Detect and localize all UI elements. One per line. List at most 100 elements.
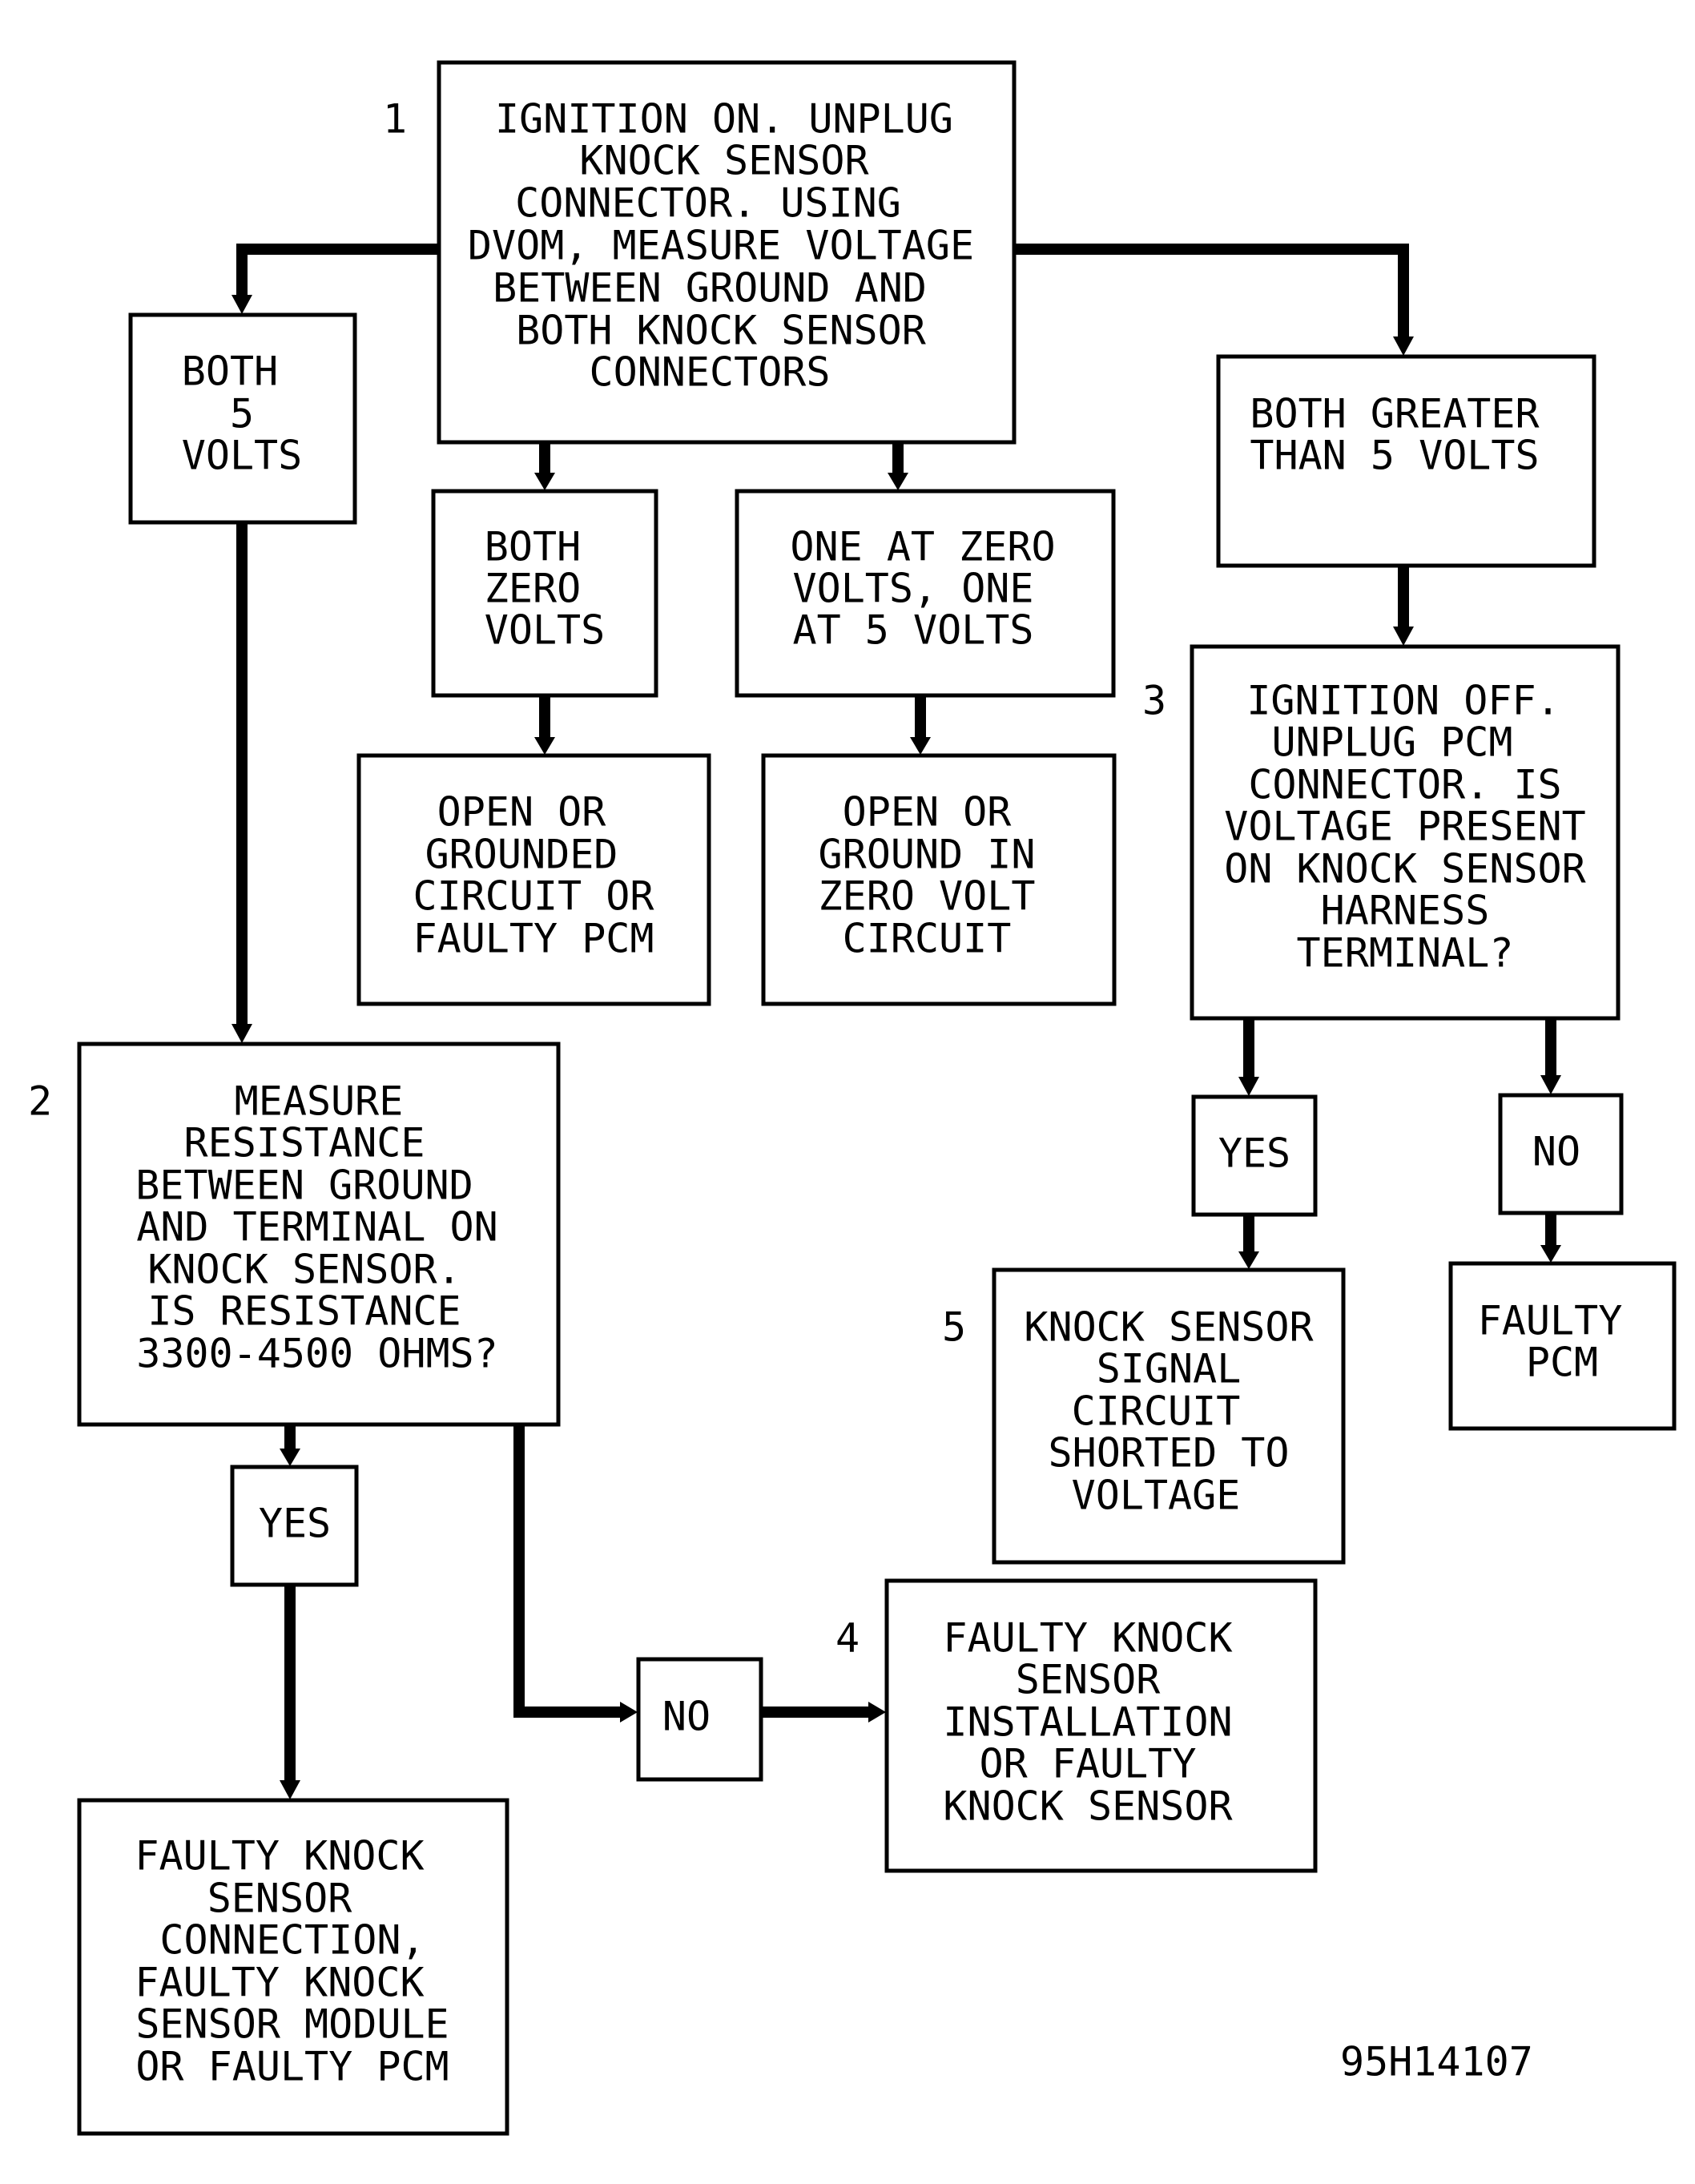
arrowhead-faulty-connection <box>280 1780 300 1799</box>
arrowhead-no-left <box>620 1702 638 1723</box>
step-2-line-2: RESISTANCE <box>183 1120 425 1167</box>
one-zero-line-3: AT 5 VOLTS <box>792 607 1033 654</box>
faulty-connection-line-4: FAULTY KNOCK <box>135 1960 424 2006</box>
step-1-box: IGNITION ON. UNPLUG KNOCK SENSOR CONNECT… <box>437 60 1017 445</box>
step-3-line-6: HARNESS <box>1321 888 1490 934</box>
step-2-box: MEASURE RESISTANCE BETWEEN GROUND AND TE… <box>77 1042 561 1427</box>
step-5-line-3: CIRCUIT <box>1072 1388 1241 1435</box>
arrowhead-step-3 <box>1393 627 1414 646</box>
arrowhead-step-5 <box>1238 1251 1259 1269</box>
faulty-pcm-box: FAULTY PCM <box>1448 1261 1677 1431</box>
step-3-line-4: VOLTAGE PRESENT <box>1224 804 1586 850</box>
both-greater-line-1: BOTH GREATER <box>1250 391 1540 437</box>
open-grounded-line-1: OPEN OR <box>437 789 607 836</box>
no-box-right: NO <box>1498 1093 1624 1215</box>
open-ground-zero-line-4: CIRCUIT <box>843 916 1012 962</box>
step-4-line-3: INSTALLATION <box>943 1699 1232 1746</box>
both-zero-volts-box: BOTH ZERO VOLTS <box>431 489 658 698</box>
step-1-line-1: IGNITION ON. UNPLUG <box>495 96 953 143</box>
step-3-number: 3 <box>1142 678 1166 724</box>
no-left-label: NO <box>662 1694 711 1740</box>
faulty-connection-line-6: OR FAULTY PCM <box>135 2044 449 2090</box>
step-4-line-2: SENSOR <box>1016 1657 1162 1703</box>
open-ground-zero-line-1: OPEN OR <box>843 789 1013 836</box>
arrowhead-step-4 <box>868 1702 886 1723</box>
both-zero-line-3: VOLTS <box>485 607 606 654</box>
no-right-label: NO <box>1532 1129 1580 1175</box>
step-4-number: 4 <box>835 1615 860 1662</box>
step-2-line-6: IS RESISTANCE <box>147 1288 461 1335</box>
faulty-connection-line-1: FAULTY KNOCK <box>135 1833 424 1880</box>
open-grounded-line-2: GROUNDED <box>425 832 618 878</box>
arrowhead-one-zero <box>888 473 908 490</box>
step-1-line-5: BETWEEN GROUND AND <box>493 265 927 312</box>
yes-left-label: YES <box>259 1501 331 1547</box>
step-1-number: 1 <box>383 96 407 143</box>
arrowhead-open-grounded <box>534 737 555 755</box>
arrowhead-no-right <box>1540 1075 1561 1094</box>
arrowhead-open-ground <box>910 737 931 755</box>
both-greater-line-2: THAN 5 VOLTS <box>1250 433 1539 479</box>
step-5-line-2: SIGNAL <box>1097 1346 1242 1392</box>
yes-right-label: YES <box>1218 1130 1290 1177</box>
step-2-line-7: 3300-4500 OHMS? <box>136 1331 498 1377</box>
faulty-connection-box: FAULTY KNOCK SENSOR CONNECTION, FAULTY K… <box>77 1798 509 2136</box>
open-ground-zero-line-3: ZERO VOLT <box>819 873 1036 920</box>
step-3-line-1: IGNITION OFF. <box>1246 678 1560 724</box>
both-greater-box: BOTH GREATER THAN 5 VOLTS <box>1216 354 1596 568</box>
step-2-line-4: AND TERMINAL ON <box>136 1204 498 1251</box>
step-2-line-1: MEASURE <box>235 1078 404 1125</box>
faulty-pcm-line-2: PCM <box>1526 1340 1598 1386</box>
one-at-zero-box: ONE AT ZERO VOLTS, ONE AT 5 VOLTS <box>735 489 1116 698</box>
step-2-line-3: BETWEEN GROUND <box>135 1163 473 1209</box>
one-zero-line-1: ONE AT ZERO <box>790 524 1055 570</box>
yes-box-right: YES <box>1191 1094 1318 1217</box>
open-grounded-line-4: FAULTY PCM <box>413 916 654 962</box>
step-1-line-3: CONNECTOR. USING <box>515 180 901 227</box>
step-4-line-5: KNOCK SENSOR <box>943 1783 1233 1830</box>
step-3-line-5: ON KNOCK SENSOR <box>1224 846 1586 893</box>
both-5-line-2: 5 <box>230 391 254 437</box>
step-3-line-7: TERMINAL? <box>1297 930 1514 977</box>
faulty-connection-line-2: SENSOR <box>207 1876 353 1922</box>
arrowhead-both-greater <box>1393 336 1414 356</box>
step-3-line-2: UNPLUG PCM <box>1271 719 1512 766</box>
figure-code: 95H14107 <box>1340 2039 1533 2085</box>
arrowhead-yes-right <box>1238 1077 1259 1096</box>
step-5-line-4: SHORTED TO <box>1048 1430 1289 1477</box>
both-5-line-1: BOTH <box>182 349 278 395</box>
arrowhead-both-5 <box>232 295 252 314</box>
step-3-box: IGNITION OFF. UNPLUG PCM CONNECTOR. IS V… <box>1190 644 1621 1021</box>
step-4-line-4: OR FAULTY <box>980 1741 1197 1787</box>
faulty-pcm-line-1: FAULTY <box>1478 1298 1623 1344</box>
open-ground-zero-line-2: GROUND IN <box>819 832 1036 878</box>
arrowhead-yes-left <box>280 1449 300 1466</box>
both-5-line-3: VOLTS <box>182 433 303 479</box>
both-zero-line-1: BOTH <box>485 524 581 570</box>
open-or-ground-zero-box: OPEN OR GROUND IN ZERO VOLT CIRCUIT <box>761 753 1117 1006</box>
step-5-line-1: KNOCK SENSOR <box>1024 1304 1314 1351</box>
step-4-line-1: FAULTY KNOCK <box>943 1615 1232 1662</box>
yes-box-left: YES <box>230 1465 359 1587</box>
connector-step-2-to-no <box>513 1424 622 1718</box>
connector-1-to-both-greater <box>1014 244 1409 338</box>
arrowhead-faulty-pcm <box>1540 1245 1561 1263</box>
open-grounded-line-3: CIRCUIT OR <box>413 873 654 920</box>
step-3-line-3: CONNECTOR. IS <box>1248 762 1561 808</box>
step-1-line-4: DVOM, MEASURE VOLTAGE <box>468 223 974 269</box>
open-or-grounded-box: OPEN OR GROUNDED CIRCUIT OR FAULTY PCM <box>356 753 711 1006</box>
step-1-line-2: KNOCK SENSOR <box>579 138 869 184</box>
step-2-line-5: KNOCK SENSOR. <box>147 1247 461 1293</box>
one-zero-line-2: VOLTS, ONE <box>792 566 1033 612</box>
step-5-line-5: VOLTAGE <box>1072 1473 1241 1519</box>
both-5-volts-box: BOTH 5 VOLTS <box>128 312 357 525</box>
step-5-box: KNOCK SENSOR SIGNAL CIRCUIT SHORTED TO V… <box>992 1267 1346 1565</box>
faulty-connection-line-5: SENSOR MODULE <box>135 2001 449 2048</box>
step-5-number: 5 <box>942 1304 966 1351</box>
step-2-number: 2 <box>28 1078 52 1125</box>
connector-1-to-both-5 <box>236 244 439 296</box>
arrowhead-both-zero <box>534 473 555 490</box>
arrowhead-step-2 <box>232 1024 252 1043</box>
faulty-connection-line-3: CONNECTION, <box>159 1917 425 1964</box>
